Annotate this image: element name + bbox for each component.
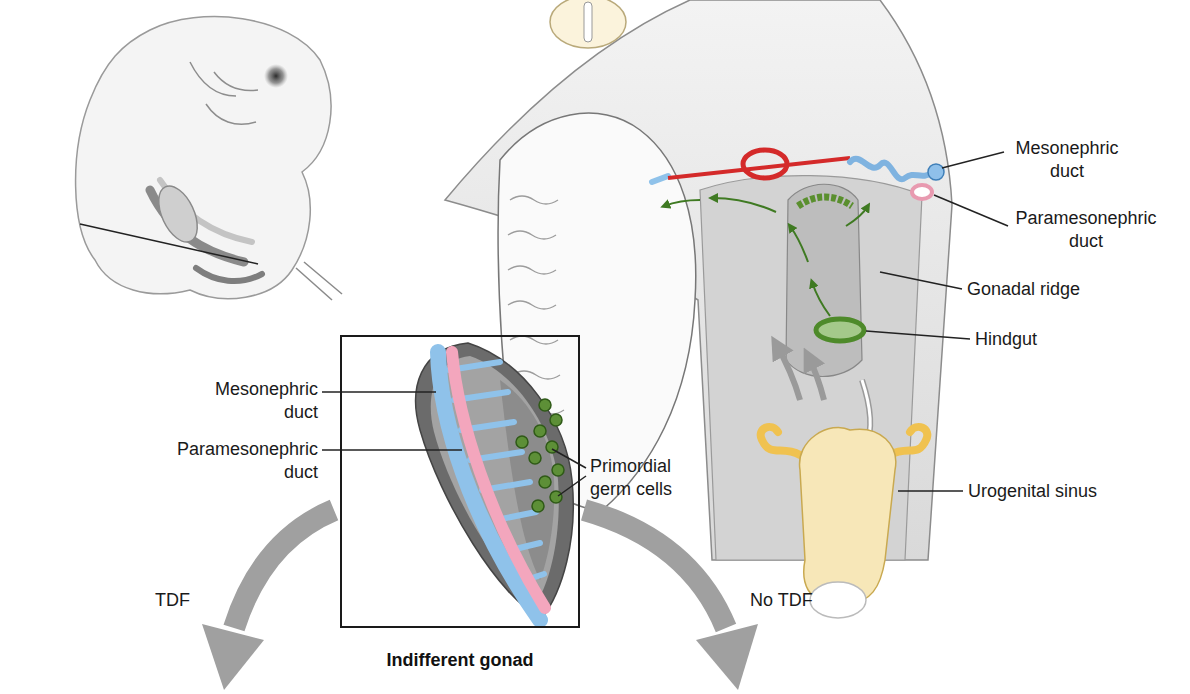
- embryo-figure: [296, 268, 332, 300]
- cross-section-figure: [890, 427, 927, 455]
- gonad-figure: [539, 399, 551, 411]
- cross-section-figure: [812, 282, 830, 316]
- gonad-figure: [516, 399, 564, 512]
- part-label: Gonadal ridge: [967, 278, 1080, 301]
- outcome-arrow: [584, 510, 726, 628]
- pathway-label: No TDF: [750, 589, 813, 612]
- embryo-figure: [304, 262, 342, 294]
- outcome-arrow: [202, 624, 264, 690]
- embryo-figure: [206, 104, 256, 124]
- cross-section-figure: [712, 198, 776, 212]
- gonad-box: Indifferent gonad: [340, 335, 580, 680]
- box-outline: [341, 336, 579, 627]
- cross-section-figure: [880, 272, 962, 289]
- cross-section-figure: [761, 427, 800, 455]
- cross-section-figure: [928, 164, 944, 180]
- cross-section-figure: [808, 356, 824, 400]
- part-label: Mesonephric duct: [1008, 137, 1126, 183]
- part-label: Primordial germ cells: [590, 455, 695, 501]
- gonad-figure: [529, 452, 541, 464]
- cross-section-figure: [800, 427, 896, 605]
- embryo-figure: [80, 224, 258, 264]
- cross-section-figure: [790, 226, 808, 262]
- cross-section-figure: [798, 197, 852, 206]
- gonad-figure: [322, 343, 586, 620]
- cross-section-figure: [445, 0, 1008, 618]
- cross-section-figure: [846, 206, 868, 226]
- embryo-figure: [76, 17, 342, 300]
- gonad-figure: [532, 500, 544, 512]
- cross-section-figure: [786, 184, 862, 376]
- cross-section-figure: [550, 0, 626, 48]
- part-label: Urogenital sinus: [968, 480, 1097, 503]
- gonad-figure: [539, 476, 551, 488]
- cross-section-figure: [850, 159, 934, 180]
- embryo-figure: [214, 72, 258, 90]
- gonad-figure: [558, 476, 586, 496]
- gonad-figure: [516, 436, 528, 448]
- gonad-figure: [552, 449, 586, 468]
- gonad-figure: [452, 352, 545, 608]
- gonad-figure: [534, 425, 546, 437]
- outcome-arrow: [202, 510, 758, 690]
- cross-section-figure: [776, 344, 800, 400]
- box-outline: [340, 335, 580, 630]
- gonad-figure: [550, 414, 562, 426]
- gonad-figure: [550, 491, 562, 503]
- part-label: Paramesonephric duct: [1012, 207, 1160, 253]
- embryo-figure: [190, 62, 236, 96]
- cross-section-figure: [816, 319, 864, 341]
- embryo-figure: [151, 180, 205, 248]
- cross-section-figure: [810, 582, 866, 618]
- cross-section-figure: [866, 331, 970, 339]
- cross-section-figure: [898, 490, 963, 492]
- part-label: Paramesonephric duct: [170, 438, 318, 484]
- cross-section-figure: [584, 2, 592, 42]
- part-label: Hindgut: [975, 328, 1037, 351]
- embryo-figure: [264, 64, 288, 88]
- cross-section-figure: [664, 200, 700, 206]
- cross-section-figure: [652, 176, 668, 182]
- outcome-arrow: [234, 510, 334, 628]
- pathway-label: TDF: [155, 589, 190, 612]
- cross-section-figure: [934, 195, 1008, 226]
- cross-section-figure: [942, 152, 1004, 168]
- box-heading: Indifferent gonad: [340, 649, 580, 671]
- gonad-figure: [322, 449, 462, 451]
- embryo-figure: [196, 268, 262, 281]
- gonad-figure: [552, 464, 564, 476]
- cross-section-figure: [912, 185, 932, 199]
- embryo-figure: [76, 17, 331, 299]
- cross-section-figure: [743, 150, 787, 178]
- outcome-arrow: [696, 624, 758, 690]
- part-label: Mesonephric duct: [200, 378, 318, 424]
- gonad-figure: [322, 391, 436, 393]
